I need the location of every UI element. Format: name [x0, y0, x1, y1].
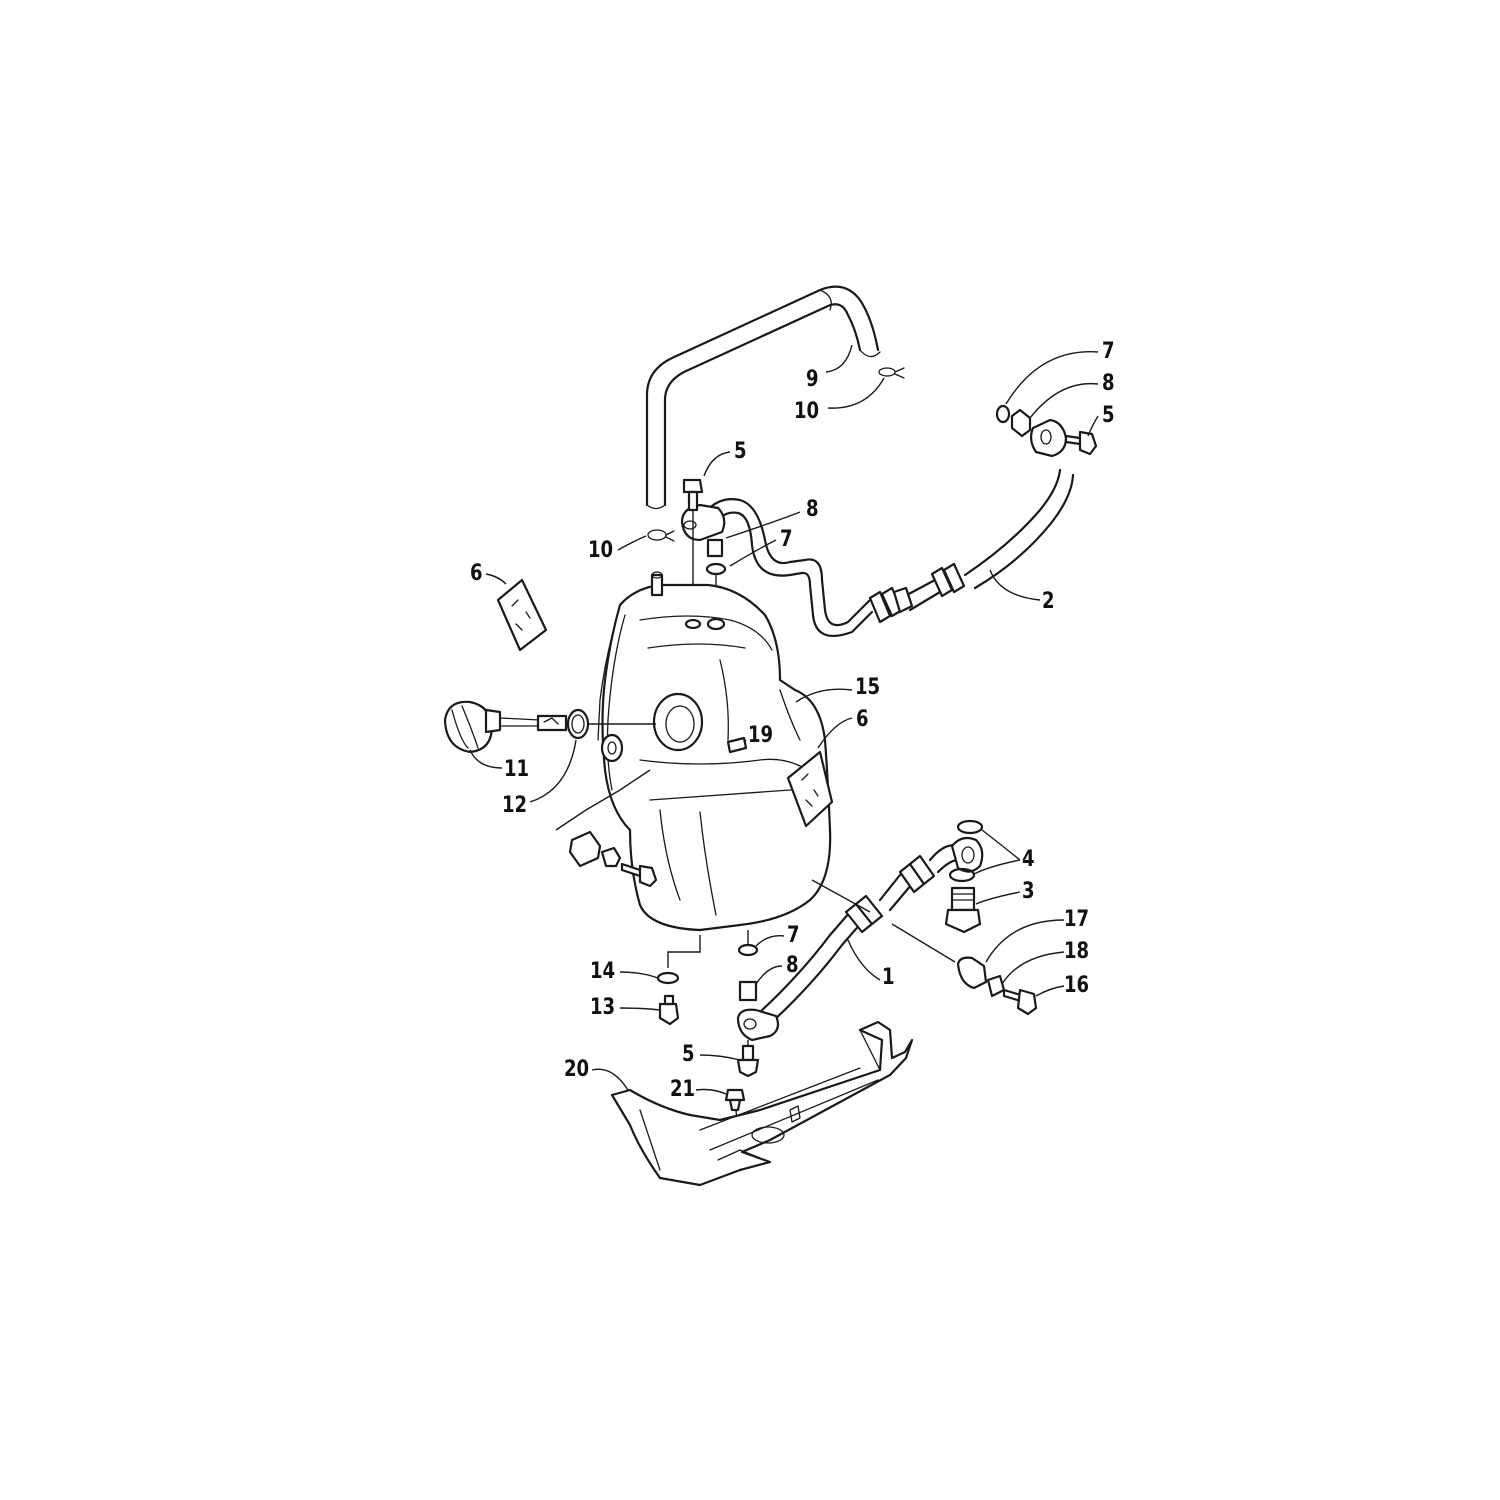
- upper-hose-ferrule-b: [930, 562, 966, 598]
- callout-10-lower: 10: [588, 538, 614, 563]
- callout-21: 21: [670, 1077, 696, 1102]
- fuel-tank: [597, 571, 832, 932]
- bushing-upper-center: [706, 538, 724, 558]
- decal-right: [786, 750, 834, 828]
- lower-hose-ferrule-a: [844, 894, 884, 934]
- hose-clamp-upper: [878, 367, 905, 379]
- washer-upper: [956, 819, 984, 835]
- hose-clamp-lower: [647, 529, 675, 542]
- bushing-right: [1010, 408, 1032, 438]
- callout-1: 1: [882, 965, 895, 990]
- callout-20: 20: [564, 1057, 590, 1082]
- callout-19: 19: [748, 723, 774, 748]
- callout-7-upper-right: 7: [1102, 339, 1115, 364]
- o-ring-right: [995, 404, 1011, 424]
- bottom-tank-fittings: [737, 930, 759, 1002]
- upper-right-fittings: [995, 404, 1098, 456]
- callout-12: 12: [502, 793, 528, 818]
- callout-6-right: 6: [856, 707, 869, 732]
- banjo-bolt: [944, 886, 982, 934]
- callout-6-left: 6: [470, 561, 483, 586]
- washer-lower: [948, 867, 976, 883]
- callout-14: 14: [590, 959, 616, 984]
- callout-4: 4: [1022, 847, 1035, 872]
- fuel-cap-gasket: [566, 708, 590, 740]
- vent-hose: [645, 285, 881, 510]
- left-mount-hardware: [555, 769, 658, 888]
- bolt-upper-center: [682, 478, 704, 512]
- callout-7-lower: 7: [787, 923, 800, 948]
- grommet-right: [956, 956, 988, 990]
- callout-2: 2: [1042, 589, 1055, 614]
- o-ring-lower: [737, 943, 759, 957]
- washer-14: [656, 971, 680, 985]
- right-hardware: [811, 819, 1038, 1016]
- callout-10-upper: 10: [794, 399, 820, 424]
- skid-plate: [610, 1020, 914, 1187]
- fuel-cap: [443, 700, 568, 754]
- o-ring-upper-center: [705, 562, 727, 576]
- callout-5-upper-right: 5: [1102, 403, 1115, 428]
- lower-fuel-line: [736, 836, 984, 1042]
- bushing-lower: [738, 980, 758, 1002]
- fuel-label: [726, 736, 748, 754]
- callout-16: 16: [1064, 973, 1090, 998]
- callout-15: 15: [855, 675, 881, 700]
- callout-7-upper-center: 7: [780, 527, 793, 552]
- callout-5-upper-center: 5: [734, 439, 747, 464]
- callout-18: 18: [1064, 939, 1090, 964]
- callout-8-upper-right: 8: [1102, 371, 1115, 396]
- vent-nipple: [650, 573, 664, 597]
- callout-11: 11: [504, 757, 530, 782]
- leader-lines: [469, 344, 1099, 1095]
- bolt-13: [658, 994, 680, 1026]
- callout-17: 17: [1064, 907, 1090, 932]
- callout-8-upper-center: 8: [806, 497, 819, 522]
- callout-8-lower: 8: [786, 953, 799, 978]
- callout-5-lower: 5: [682, 1042, 695, 1067]
- upper-hose-ferrule-a: [868, 586, 914, 624]
- callout-3: 3: [1022, 879, 1035, 904]
- bolt-right-upper: [1064, 430, 1098, 456]
- callout-9: 9: [806, 367, 819, 392]
- upper-fuel-line: [680, 418, 1075, 637]
- decal-left: [496, 578, 548, 652]
- lower-hose-ferrule-b: [898, 854, 936, 894]
- bolt-lower-center: [736, 1040, 760, 1078]
- tank-bottom-hardware: [656, 935, 701, 1026]
- spacer-right: [986, 974, 1006, 998]
- callout-13: 13: [590, 995, 616, 1020]
